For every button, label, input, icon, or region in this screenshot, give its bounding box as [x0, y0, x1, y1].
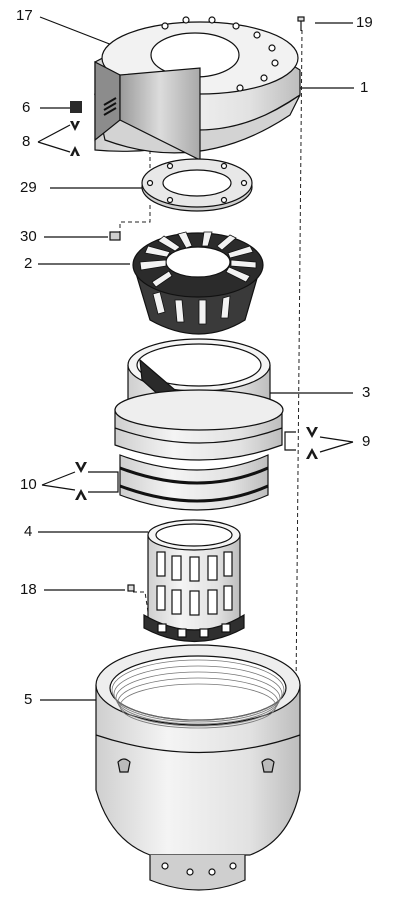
part-9-seal-chevrons — [306, 427, 318, 459]
leader-lines — [37, 16, 354, 701]
part-10-seal-chevrons — [75, 462, 87, 500]
callout-17: 17 — [16, 7, 33, 24]
part-3-bowl — [114, 338, 284, 511]
part-29-adapter-plate — [141, 158, 253, 212]
part-4-cage — [143, 519, 245, 642]
part-6-spring-block — [70, 101, 82, 113]
part-18-screw — [127, 584, 135, 592]
part-19-bolt — [297, 16, 305, 31]
part-5-body — [95, 644, 301, 891]
callout-10: 10 — [20, 476, 37, 493]
callout-18: 18 — [20, 581, 37, 598]
part-1-cover — [94, 16, 301, 161]
callout-30: 30 — [20, 228, 37, 245]
part-30-screw — [109, 231, 121, 241]
callout-19: 19 — [356, 14, 373, 31]
callout-5: 5 — [24, 691, 33, 708]
callout-2: 2 — [24, 255, 33, 272]
callout-3: 3 — [362, 384, 371, 401]
callout-6: 6 — [22, 99, 31, 116]
callout-8: 8 — [22, 133, 31, 150]
callout-4: 4 — [24, 523, 33, 540]
part-8-seal-chevrons — [70, 121, 80, 156]
callout-29: 29 — [20, 179, 37, 196]
callout-1: 1 — [360, 79, 369, 96]
callout-9: 9 — [362, 433, 371, 450]
part-2-packing-element — [132, 231, 264, 335]
